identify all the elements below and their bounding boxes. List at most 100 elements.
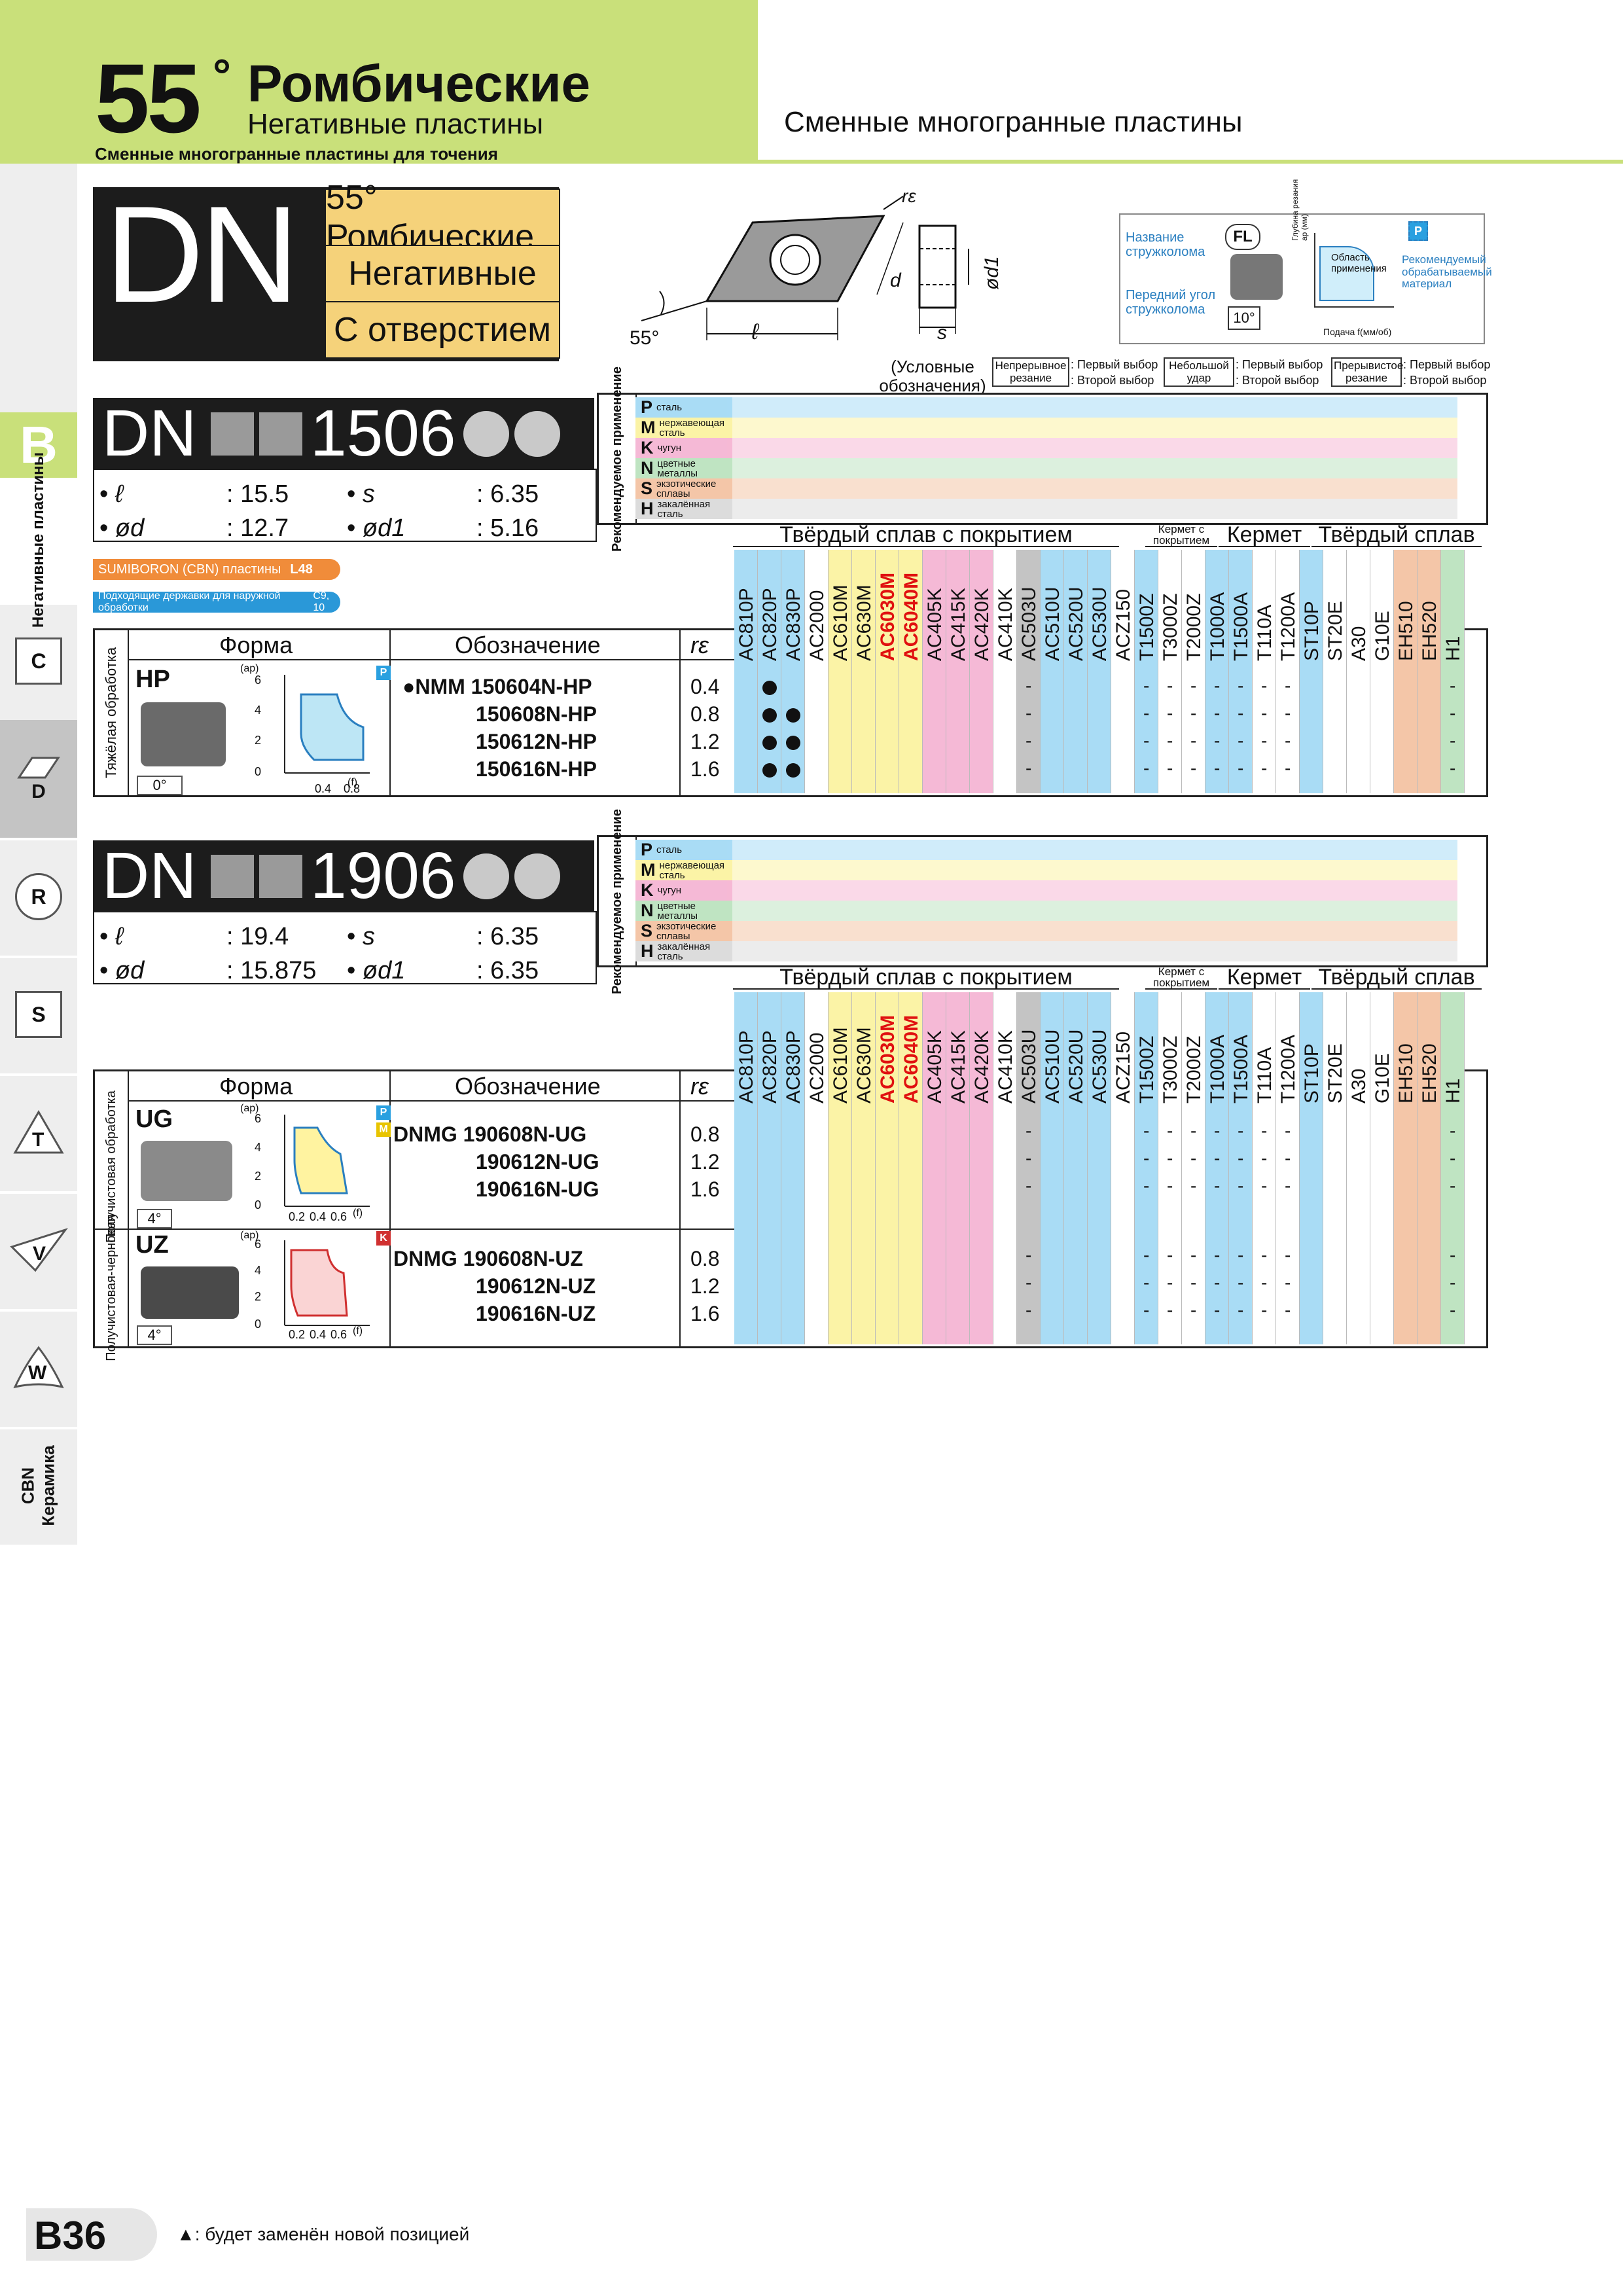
dim-1906-d: ød [115,957,145,984]
grade-stripe-1506 [1418,550,1441,793]
grade-dash-1506: - [1214,758,1221,778]
legend-mini-chart: Область применения [1314,233,1394,308]
grade-dash-1906: - [1190,1245,1197,1265]
group-cermet-1506: Кермет [1219,524,1310,547]
grade-label-1506: ST10P [1301,601,1323,661]
grade-stripe-1906 [1323,992,1347,1344]
size-1506-dims [93,469,597,542]
app-material-name: сталь [656,402,683,413]
grade-stripe-1906 [1088,992,1111,1344]
grade-dash-1906: - [1450,1121,1456,1141]
grade-dash-1906: - [1238,1121,1244,1141]
tab-cbn[interactable]: CBN Керамика [0,1427,77,1547]
grade-dash-1906: - [1143,1148,1150,1168]
grade-label-1906: AC420K [971,1030,993,1103]
grade-stripe-1506 [876,550,899,793]
grade-dash-1906: - [1143,1272,1150,1293]
grade-stripe-1906 [1394,992,1418,1344]
app-letter: N [641,901,654,920]
code-hp-0612: 150612N-HP [476,730,597,753]
tab-b[interactable]: B [0,412,77,480]
grade-dash-1506: - [1167,703,1173,723]
re-uz-0616: 1.6 [690,1302,720,1325]
grade-label-1906: AC820P [759,1030,781,1103]
tab-negative[interactable]: Негативные пластины [0,452,77,628]
grade-stripe-1906 [852,992,876,1344]
page-number-tab [26,2208,157,2261]
link-holders[interactable]: Подходящие державки для наружной обработ… [93,590,340,613]
tab-v[interactable]: V [0,1191,77,1312]
diagram-l: ℓ [751,319,758,344]
grade-dash-1506: - [1450,730,1456,751]
grade-label-1506: AC6040M [901,572,922,661]
grade-dash-1506: - [1285,703,1291,723]
grade-label-1906: EH520 [1419,1043,1440,1103]
tab-d[interactable]: D [0,720,77,840]
rake-angle-ug: 4° [137,1209,172,1229]
grade-dash-1906: - [1450,1245,1456,1265]
application-title-1906: Рекомендуемое применение [609,808,624,994]
grade-label-1906: T3000Z [1160,1035,1181,1103]
legend-material: Рекомендуемый обрабатываемый материал [1402,253,1492,291]
grade-stripe-1506 [1394,550,1418,793]
grade-dash-1506: - [1238,703,1244,723]
divider-1506a [389,630,391,795]
re-uz-0612: 1.2 [690,1274,720,1298]
tab-t[interactable]: T [0,1073,77,1194]
app-material-name: закалённая сталь [657,498,711,520]
grade-dash-1906: - [1214,1121,1221,1141]
uz-xtick-2: 0.4 [310,1328,327,1341]
grade-dash-1906: - [1214,1272,1221,1293]
dim-1506-d1: ød1 [362,514,406,542]
page-subtitle: Негативные пластины [247,108,544,140]
ug-axis-f: (f) [353,1208,363,1219]
chip-hp-image [141,702,226,766]
app-material-name: чугун [657,885,682,896]
grade-label-1906: AC503U [1018,1029,1040,1103]
tab-s[interactable]: S [0,956,77,1076]
grade-dash-1506: - [1285,758,1291,778]
re-ug-0608: 0.8 [690,1122,720,1146]
grade-stripe-1506 [1300,550,1323,793]
grade-label-1906: ST20E [1325,1043,1346,1103]
group-carbide-1906: Твёрдый сплав [1311,966,1482,990]
grade-label-1906: AC830P [783,1030,804,1103]
grade-dash-1506: - [1026,675,1032,696]
grade-stripe-1506 [829,550,852,793]
re-hp-0604: 0.4 [690,675,720,698]
tab-c[interactable]: C [0,602,77,723]
uz-axis-f: (f) [353,1325,363,1336]
page-number: B36 [34,2214,107,2257]
grade-label-1906: ACZ150 [1113,1031,1134,1103]
uz-axis-ap: (ap) [240,1230,259,1241]
grade-stripe-1506 [970,550,993,793]
code-ug-0616: 190616N-UG [476,1177,599,1201]
c-shape-icon: C [15,637,62,685]
grade-dash-1506: - [1285,730,1291,751]
code-hp-0604: ●NMM 150604N-HP [402,675,592,698]
section-title: Сменные многогранные пластины [784,106,1243,138]
tab-r[interactable]: R [0,838,77,958]
link-sumiboron[interactable]: SUMIBORON (CBN) пластины L48 [93,559,340,580]
size-1906-dn: DN [102,839,197,912]
ug-ytick-2: 2 [255,1170,262,1183]
app-letter: M [641,418,656,437]
grade-stripe-1906 [1205,992,1229,1344]
chip-ug-image [141,1141,232,1201]
grade-dash-1906: - [1026,1121,1032,1141]
tab-d-inner: D [16,755,62,803]
grade-dash-1906: - [1261,1272,1268,1293]
grade-stripe-1506 [1135,550,1158,793]
code-ug-0612: 190612N-UG [476,1150,599,1174]
tab-w[interactable]: W [0,1309,77,1429]
code-uz-0612: 190612N-UZ [476,1274,596,1298]
grade-dash-1906: - [1450,1175,1456,1196]
grade-label-1906: T2000Z [1183,1035,1205,1103]
code-ug-0608: DNMG 190608N-UG [393,1122,587,1146]
legend-area-label: Область применения [1331,252,1387,274]
